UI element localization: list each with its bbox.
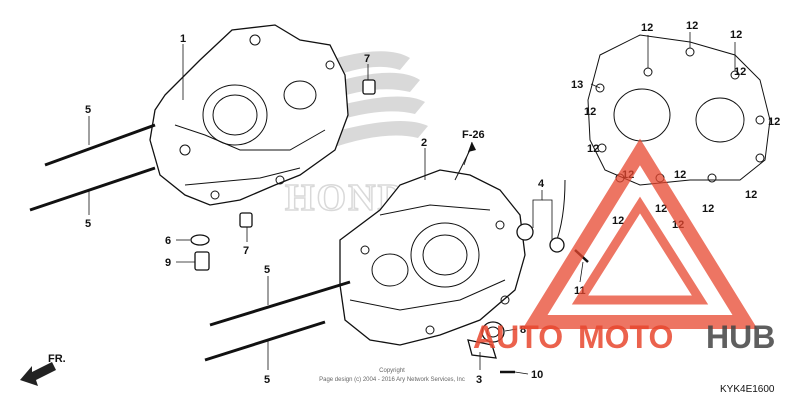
callout-12: 12 bbox=[655, 203, 667, 215]
callout-4: 4 bbox=[538, 178, 545, 190]
reference-arrow-icon bbox=[468, 142, 476, 152]
callout-12: 12 bbox=[734, 66, 746, 78]
callout-labels: 1 2 3 4 5 5 5 5 6 7 7 8 9 10 11 12 12 12… bbox=[85, 20, 780, 386]
callout-5: 5 bbox=[85, 218, 91, 230]
crankcase-gasket-part bbox=[587, 34, 771, 186]
reference-label: F-26 bbox=[462, 129, 485, 141]
leader-lines bbox=[88, 32, 736, 375]
oil-seal-part bbox=[481, 321, 505, 343]
watermark-moto-text: MOTO bbox=[578, 319, 673, 355]
copyright-line-2: Page design (c) 2004 - 2016 Ary Network … bbox=[319, 377, 465, 383]
callout-10: 10 bbox=[531, 369, 543, 381]
reference-f26: F-26 bbox=[462, 129, 485, 166]
automotohub-watermark: AUTO MOTO HUB bbox=[473, 138, 775, 355]
setting-plate-part bbox=[467, 339, 497, 359]
callout-7: 7 bbox=[243, 245, 249, 257]
callout-7: 7 bbox=[364, 53, 370, 65]
callout-13: 13 bbox=[571, 79, 583, 91]
callout-11: 11 bbox=[574, 285, 586, 297]
drain-bolt-part bbox=[194, 251, 210, 271]
callout-8: 8 bbox=[520, 324, 526, 336]
watermark-hub-text: HUB bbox=[706, 319, 775, 355]
callout-3: 3 bbox=[476, 374, 482, 386]
dowel-pins-part bbox=[239, 79, 376, 228]
callout-12: 12 bbox=[702, 203, 714, 215]
diagram-code: KYK4E1600 bbox=[720, 384, 775, 395]
callout-9: 9 bbox=[165, 257, 171, 269]
callout-12: 12 bbox=[768, 116, 780, 128]
callout-5: 5 bbox=[264, 374, 270, 386]
stud-bolts-part bbox=[29, 123, 351, 362]
callout-12: 12 bbox=[584, 106, 596, 118]
washer-part bbox=[190, 234, 210, 246]
callout-12: 12 bbox=[730, 29, 742, 41]
callout-12: 12 bbox=[641, 22, 653, 34]
watermark-triangle-logo-icon bbox=[522, 138, 758, 329]
right-crankcase-part bbox=[339, 149, 526, 346]
callout-2: 2 bbox=[421, 137, 427, 149]
callout-1: 1 bbox=[180, 33, 186, 45]
callout-5: 5 bbox=[85, 104, 91, 116]
callout-12: 12 bbox=[587, 143, 599, 155]
callout-12: 12 bbox=[686, 20, 698, 32]
watermark-auto-text: AUTO bbox=[473, 319, 563, 355]
neutral-switch-part bbox=[516, 179, 566, 253]
callout-6: 6 bbox=[165, 235, 171, 247]
callout-12: 12 bbox=[674, 169, 686, 181]
callout-12: 12 bbox=[745, 189, 757, 201]
callout-12: 12 bbox=[612, 215, 624, 227]
left-crankcase-part bbox=[149, 24, 349, 206]
front-arrow-icon bbox=[20, 362, 56, 386]
front-direction-indicator: FR. bbox=[20, 353, 66, 386]
copyright-line-1: Copyright bbox=[379, 368, 405, 374]
front-label: FR. bbox=[48, 353, 66, 365]
callout-5: 5 bbox=[264, 264, 270, 276]
